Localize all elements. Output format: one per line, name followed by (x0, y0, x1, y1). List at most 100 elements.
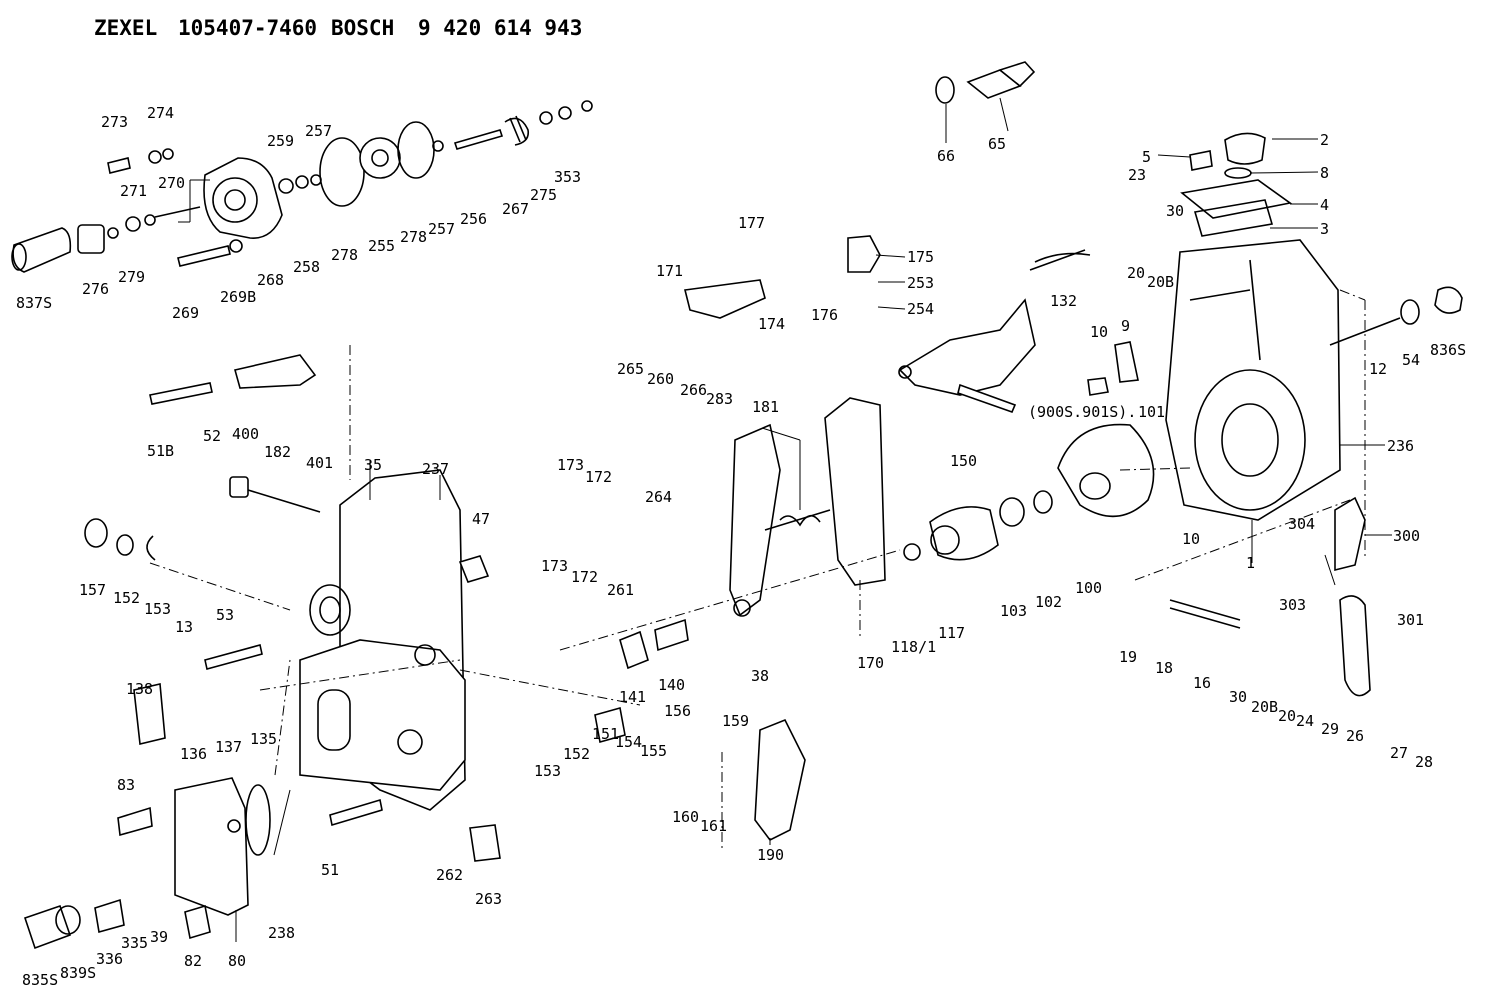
label-20-bot: 20 (1278, 707, 1296, 725)
label-30-bot: 30 (1229, 688, 1247, 706)
label-13: 13 (175, 618, 193, 636)
label-51: 51 (321, 861, 339, 879)
label-270: 270 (158, 174, 185, 192)
label-303: 303 (1279, 596, 1306, 614)
label-27: 27 (1390, 744, 1408, 762)
title-code2: 9 420 614 943 (418, 16, 582, 40)
label-279: 279 (118, 268, 145, 286)
axis-lines (149, 289, 1366, 850)
label-401: 401 (306, 454, 333, 472)
label-300: 300 (1393, 527, 1420, 545)
label-150: 150 (950, 452, 977, 470)
label-2: 2 (1320, 131, 1329, 149)
label-132: 132 (1050, 292, 1077, 310)
label-39: 39 (150, 928, 168, 946)
label-237: 237 (422, 460, 449, 478)
label-141: 141 (619, 688, 646, 706)
label-118-1: 118/1 (891, 638, 936, 656)
label-256: 256 (460, 210, 487, 228)
label-172-top: 172 (585, 468, 612, 486)
label-839S: 839S (60, 964, 96, 982)
governor-housing (1165, 239, 1341, 521)
label-837S: 837S (16, 294, 52, 312)
lever-assembly (729, 397, 886, 617)
label-101: 101 (1138, 403, 1165, 421)
label-30-top: 30 (1166, 202, 1184, 220)
label-26: 26 (1346, 727, 1364, 745)
label-271: 271 (120, 182, 147, 200)
label-177: 177 (738, 214, 765, 232)
label-135: 135 (250, 730, 277, 748)
label-253: 253 (907, 274, 934, 292)
label-175: 175 (907, 248, 934, 266)
label-262: 262 (436, 866, 463, 884)
label-261: 261 (607, 581, 634, 599)
label-8: 8 (1320, 164, 1329, 182)
label-170: 170 (857, 654, 884, 672)
label-83: 83 (117, 776, 135, 794)
top-cover-plate (1180, 132, 1292, 237)
label-260: 260 (647, 370, 674, 388)
label-18: 18 (1155, 659, 1173, 677)
label-160: 160 (672, 808, 699, 826)
label-273: 273 (101, 113, 128, 131)
label-138: 138 (126, 680, 153, 698)
label-20-top: 20 (1127, 264, 1145, 282)
label-103: 103 (1000, 602, 1027, 620)
label-266: 266 (680, 381, 707, 399)
part-labels: 273 274 259 257 271 270 837S 276 279 269… (16, 104, 1466, 989)
label-159: 159 (722, 712, 749, 730)
label-171: 171 (656, 262, 683, 280)
label-257-top: 257 (305, 122, 332, 140)
label-278-a: 278 (331, 246, 358, 264)
control-lever (898, 298, 1036, 414)
label-400: 400 (232, 425, 259, 443)
label-276: 276 (82, 280, 109, 298)
label-182: 182 (264, 443, 291, 461)
label-274: 274 (147, 104, 174, 122)
label-268: 268 (257, 271, 284, 289)
label-353: 353 (554, 168, 581, 186)
label-275: 275 (530, 186, 557, 204)
label-257-b: 257 (428, 220, 455, 238)
title-maker1: ZEXEL (94, 16, 157, 40)
overflow-valve (935, 61, 1036, 104)
label-259: 259 (267, 132, 294, 150)
label-152-mid: 152 (563, 745, 590, 763)
label-100: 100 (1075, 579, 1102, 597)
label-304: 304 (1288, 515, 1315, 533)
label-20B-bot: 20B (1251, 698, 1278, 716)
label-4: 4 (1320, 196, 1329, 214)
label-335: 335 (121, 934, 148, 952)
label-140: 140 (658, 676, 685, 694)
label-12: 12 (1369, 360, 1387, 378)
leader-lines (178, 97, 1392, 942)
label-836S: 836S (1430, 341, 1466, 359)
sleeve-assembly (903, 490, 1053, 561)
label-54: 54 (1402, 351, 1420, 369)
label-153-left: 153 (144, 600, 171, 618)
label-155: 155 (640, 742, 667, 760)
label-65: 65 (988, 135, 1006, 153)
label-20B-top: 20B (1147, 273, 1174, 291)
label-161: 161 (700, 817, 727, 835)
lower-cover (174, 777, 271, 916)
label-173-bot: 173 (541, 557, 568, 575)
label-51B: 51B (147, 442, 174, 460)
label-80: 80 (228, 952, 246, 970)
label-258: 258 (293, 258, 320, 276)
label-38: 38 (751, 667, 769, 685)
label-181: 181 (752, 398, 779, 416)
parts-drawing (11, 61, 1463, 950)
label-190: 190 (757, 846, 784, 864)
label-263: 263 (475, 890, 502, 908)
label-238: 238 (268, 924, 295, 942)
label-136: 136 (180, 745, 207, 763)
label-3: 3 (1320, 220, 1329, 238)
label-172-bot: 172 (571, 568, 598, 586)
label-29: 29 (1321, 720, 1339, 738)
label-267: 267 (502, 200, 529, 218)
label-269B: 269B (220, 288, 256, 306)
label-254: 254 (907, 300, 934, 318)
